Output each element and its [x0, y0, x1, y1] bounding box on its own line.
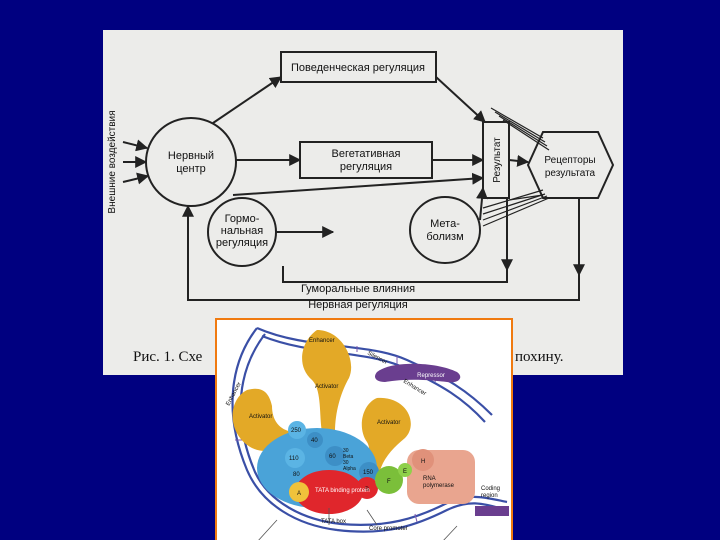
regulation-scheme: Поведенческая регуляция Вегетативная рег…: [103, 30, 623, 375]
rna-polymerase-label-2: polymerase: [423, 483, 455, 489]
vegetative-regulation-label-2: регуляция: [340, 161, 392, 173]
coding-region-label-2: region: [481, 493, 498, 499]
beta-label-2: Beta: [343, 454, 354, 460]
beta-label-1: 30: [343, 448, 349, 454]
activator-right: [361, 397, 411, 474]
tata-box-label: TATA box: [321, 519, 346, 525]
subunit-h-label: H: [421, 459, 425, 465]
subunit-f: [375, 466, 403, 494]
caption-right: похину.: [515, 349, 563, 365]
receptors-label-2: результата: [545, 168, 596, 179]
metabolism-label-2: болизм: [426, 231, 463, 243]
regulation-scheme-svg: Поведенческая регуляция Вегетативная рег…: [107, 51, 615, 365]
metabolism-circle: [409, 196, 481, 264]
humoral-influences-label: Гуморальные влияния: [301, 283, 415, 295]
subunit-e-label: E: [403, 469, 407, 475]
beta-label-4: Alpha: [343, 466, 356, 472]
subunit-110-label: 110: [289, 456, 299, 462]
repressor-shape: [374, 363, 461, 383]
rna-polymerase-label-1: RNA: [423, 476, 436, 482]
behavioral-regulation-label: Поведенческая регуляция: [291, 62, 425, 74]
subunit-b: [356, 477, 378, 499]
subunit-40: [307, 432, 323, 448]
hormonal-label-3: регуляция: [216, 237, 268, 249]
result-label: Результат: [492, 137, 503, 183]
hormonal-label-2: нальная: [221, 225, 264, 237]
activator-right-label: Activator: [377, 420, 400, 426]
subunit-60: [325, 446, 345, 466]
activator-left: [232, 388, 293, 452]
activator-top-label: Activator: [315, 384, 338, 390]
subunit-110: [285, 448, 305, 468]
dna-strand: [231, 326, 508, 533]
subunit-60-label: 60: [329, 454, 336, 460]
subunit-150-label: 150: [363, 470, 374, 476]
vegetative-regulation-label-1: Вегетативная: [332, 148, 401, 160]
activator-left-label: Activator: [249, 414, 272, 420]
receptors-label-1: Рецепторы: [544, 155, 595, 166]
subunit-f-label: F: [387, 479, 391, 485]
enhancer-right-label: Enhancer: [402, 379, 427, 398]
subunit-e: [398, 463, 412, 477]
subunit-250-label: 250: [291, 428, 302, 434]
behavioral-regulation-box: [280, 51, 437, 83]
nerve-center-label-2: центр: [176, 163, 206, 175]
subunit-h: [412, 449, 434, 471]
external-influences-label: Внешние воздействия: [107, 110, 118, 213]
nerve-center-circle: [145, 117, 237, 207]
subunit-b-label: B: [365, 487, 369, 493]
subunit-a-label: A: [297, 491, 301, 497]
subunit-40-label: 40: [311, 438, 318, 444]
subunit-150: [359, 462, 379, 482]
nervous-regulation-label: Нервная регуляция: [308, 299, 408, 311]
beta-label-3: 30: [343, 460, 349, 466]
hormonal-label-1: Гормо-: [225, 213, 260, 225]
nerve-center-label-1: Нервный: [168, 150, 214, 162]
subunit-80-label: 80: [293, 472, 300, 478]
transcription-figure-svg: Repressor Enhancer Silencer Enhancer Enh…: [225, 326, 509, 540]
subunit-a: [289, 482, 309, 502]
core-promoter-label: Core promoter: [369, 526, 408, 532]
coding-region-dna: [475, 506, 509, 516]
coding-region-label-1: Coding: [481, 486, 500, 492]
enhancer-top-label: Enhancer: [309, 338, 335, 344]
metabolism-label-1: Мета-: [430, 218, 460, 230]
caption-left: Рис. 1. Схе: [133, 349, 203, 365]
activator-top: [302, 330, 352, 432]
repressor-label: Repressor: [417, 373, 445, 379]
subunit-250: [288, 421, 306, 439]
tbp: [295, 470, 363, 514]
tbp-label: TATA binding protein: [315, 488, 370, 494]
transcription-complex-figure: Repressor Enhancer Silencer Enhancer Enh…: [215, 318, 513, 540]
